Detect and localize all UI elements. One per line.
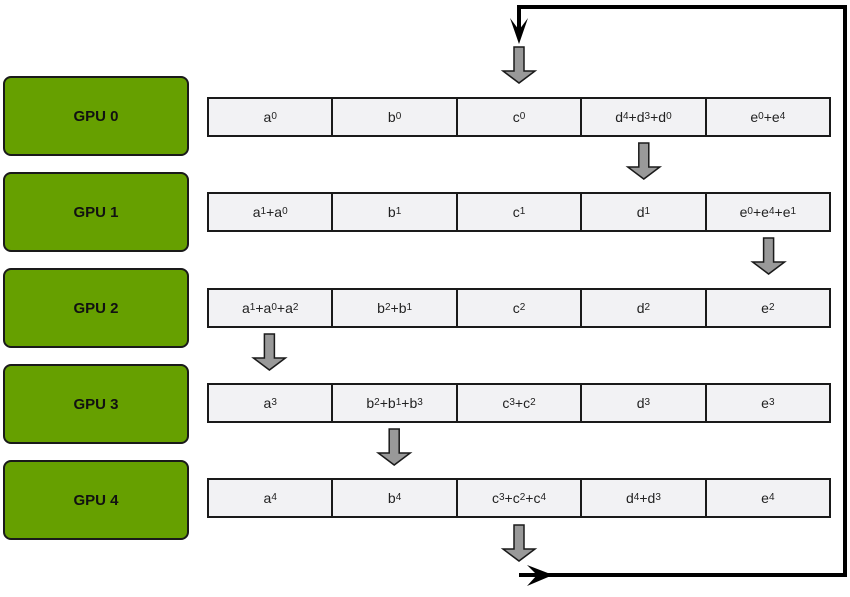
transfer-arrow-c [500, 46, 538, 84]
gpu-label: GPU 4 [73, 491, 119, 509]
gpu-label: GPU 3 [73, 395, 119, 413]
gpu-box-0: GPU 0 [3, 76, 189, 156]
transfer-arrow-d [625, 142, 663, 180]
transfer-arrow-a [251, 333, 288, 371]
ring-loop-arrowhead-down-icon [510, 18, 528, 44]
transfer-arrow-c [500, 524, 538, 562]
transfer-arrow-e [750, 237, 787, 275]
gpu-label: GPU 2 [73, 299, 119, 317]
ring-loop-arrowhead-right-icon [527, 565, 553, 586]
transfer-arrow-b [375, 428, 413, 466]
gpu-label: GPU 0 [73, 107, 119, 125]
ring-loop-line [517, 5, 847, 577]
gpu-box-1: GPU 1 [3, 172, 189, 252]
gpu-box-4: GPU 4 [3, 460, 189, 540]
gpu-box-2: GPU 2 [3, 268, 189, 348]
gpu-box-3: GPU 3 [3, 364, 189, 444]
gpu-label: GPU 1 [73, 203, 119, 221]
